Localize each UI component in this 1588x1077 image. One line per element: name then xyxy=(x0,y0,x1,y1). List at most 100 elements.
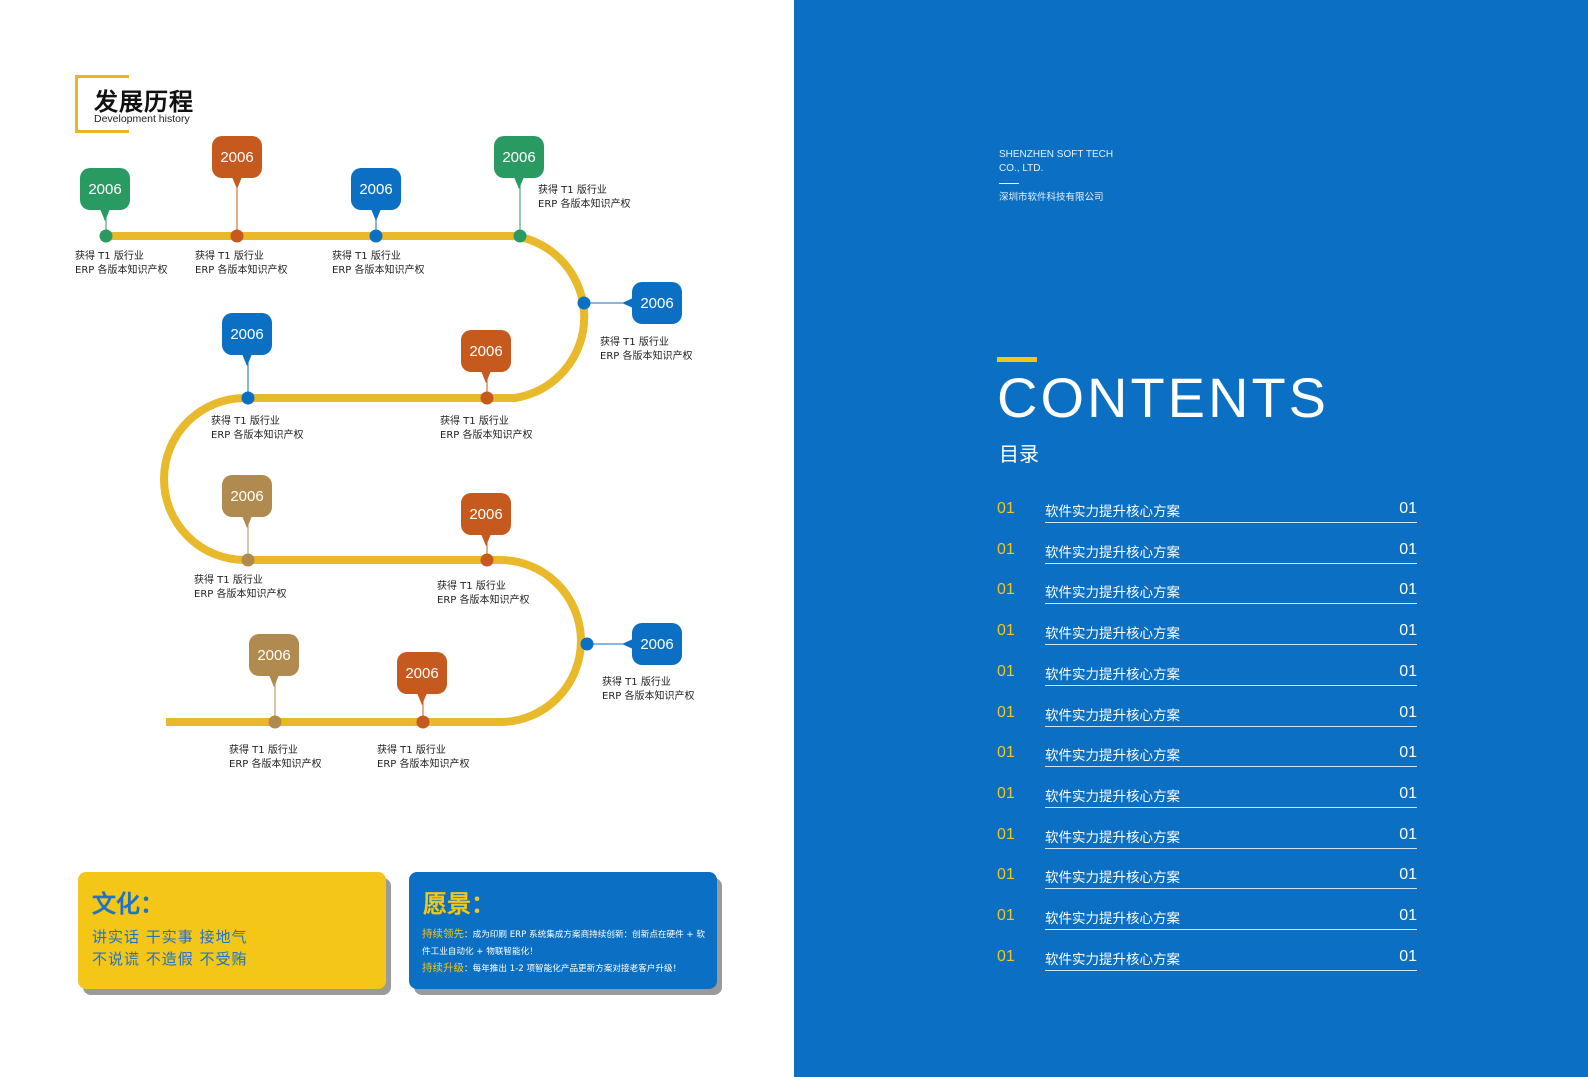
year-bubble xyxy=(222,313,272,355)
toc-label: 软件实力提升核心方案 xyxy=(1045,951,1180,968)
toc-underline xyxy=(1045,562,1417,564)
timeline-milestone: 2006 xyxy=(80,168,130,243)
vision-item1-text: ：成为印刷 ERP 系统集成方案商持续创新：创新点在硬件 + 软件工业自动化 +… xyxy=(422,930,705,957)
toc-page-number: 01 xyxy=(1399,866,1417,884)
toc-page-number: 01 xyxy=(1399,581,1417,599)
toc-number: 01 xyxy=(997,662,1015,680)
toc-label: 软件实力提升核心方案 xyxy=(1045,544,1180,561)
bubble-pointer xyxy=(417,693,427,705)
toc-page-number: 01 xyxy=(1399,907,1417,924)
year-label: 2006 xyxy=(230,326,263,343)
toc-label: 软件实力提升核心方案 xyxy=(1045,788,1180,805)
year-label: 2006 xyxy=(640,636,673,653)
year-label: 2006 xyxy=(469,343,502,360)
section-subtitle: Development history xyxy=(94,113,190,125)
toc-underline xyxy=(1045,522,1417,523)
toc-number: 01 xyxy=(997,947,1015,965)
timeline-milestone: 2006 xyxy=(212,136,262,243)
toc-item[interactable]: 01 软件实力提升核心方案 01 xyxy=(997,862,1417,902)
milestone-dot xyxy=(416,715,430,729)
year-label: 2006 xyxy=(220,149,253,166)
caption-line-2: ERP 各版本知识产权 xyxy=(211,430,304,441)
toc-underline xyxy=(1045,603,1417,605)
toc-number: 01 xyxy=(997,540,1015,558)
toc-page-number: 01 xyxy=(1399,784,1417,802)
right-page: SHENZHEN SOFT TECH CO., LTD. 深圳市软件科技有限公司… xyxy=(794,0,1588,1077)
toc-label: 软件实力提升核心方案 xyxy=(1045,666,1180,683)
timeline: 2006 2006 2006 2006 2006 2006 2006 2006 2006 2006… xyxy=(80,136,682,729)
bubble-pointer xyxy=(622,639,633,649)
caption-line-1: 获得 T1 版行业 xyxy=(440,416,509,427)
toc-number: 01 xyxy=(997,784,1015,802)
caption-line-1: 获得 T1 版行业 xyxy=(211,416,280,427)
year-label: 2006 xyxy=(469,506,502,523)
culture-line-1: 讲实话 干实事 接地气 xyxy=(92,928,248,946)
caption-line-2: ERP 各版本知识产权 xyxy=(538,199,631,210)
caption-line-1: 获得 T1 版行业 xyxy=(602,677,671,688)
contents-title: CONTENTS xyxy=(997,366,1329,429)
caption-line-2: ERP 各版本知识产权 xyxy=(440,430,533,441)
contents-accent-bar xyxy=(997,357,1037,362)
timeline-milestone: 2006 xyxy=(397,652,447,729)
milestone-dot xyxy=(241,391,255,405)
milestone-caption: 获得 T1 版行业 ERP 各版本知识产权 xyxy=(440,415,532,443)
vision-item2-text: ：每年推出 1-2 项智能化产品更新方案对接老客户升级！ xyxy=(464,964,682,974)
toc-label: 软件实力提升核心方案 xyxy=(1045,911,1180,927)
timeline-milestone: 2006 xyxy=(222,475,272,567)
toc-page-number: 01 xyxy=(1399,500,1417,517)
timeline-milestone: 2006 xyxy=(461,330,511,405)
year-label: 2006 xyxy=(359,181,392,198)
culture-title: 文化： xyxy=(92,890,164,918)
company-name-en: SHENZHEN SOFT TECH CO., LTD. xyxy=(999,148,1139,176)
toc-number: 01 xyxy=(997,703,1015,721)
toc-label: 软件实力提升核心方案 xyxy=(1045,707,1180,724)
toc-number: 01 xyxy=(997,500,1015,517)
vision-item2-highlight: 持续升级 xyxy=(422,962,464,974)
vision-item1-highlight: 持续领先 xyxy=(422,928,464,940)
toc-label: 软件实力提升核心方案 xyxy=(1045,748,1180,765)
bubble-pointer xyxy=(371,209,381,221)
caption-line-2: ERP 各版本知识产权 xyxy=(195,265,288,276)
toc-item[interactable]: 01 软件实力提升核心方案 01 xyxy=(997,903,1417,943)
timeline-milestone: 2006 xyxy=(494,136,544,243)
milestone-dot xyxy=(580,637,594,651)
toc-number: 01 xyxy=(997,744,1015,762)
toc-item[interactable]: 01 软件实力提升核心方案 01 xyxy=(997,659,1417,699)
toc-page-number: 01 xyxy=(1399,662,1417,680)
milestone-dot xyxy=(480,391,494,405)
bubble-pointer xyxy=(481,534,491,546)
toc-item[interactable]: 01 软件实力提升核心方案 01 xyxy=(997,781,1417,821)
year-label: 2006 xyxy=(405,665,438,682)
caption-line-2: ERP 各版本知识产权 xyxy=(377,759,470,770)
bubble-pointer xyxy=(622,298,633,308)
toc-number: 01 xyxy=(997,825,1015,843)
caption-line-2: ERP 各版本知识产权 xyxy=(75,265,168,276)
toc-underline xyxy=(1045,888,1417,890)
toc-label: 软件实力提升核心方案 xyxy=(1045,870,1180,887)
toc-underline xyxy=(1045,766,1417,768)
year-bubble xyxy=(80,168,130,210)
caption-line-1: 获得 T1 版行业 xyxy=(229,745,298,756)
toc-number: 01 xyxy=(997,866,1015,884)
timeline-milestone: 2006 xyxy=(461,493,511,567)
section-title: 发展历程 xyxy=(94,88,194,116)
year-bubble xyxy=(461,330,511,372)
toc-number: 01 xyxy=(997,907,1015,924)
vision-title: 愿景： xyxy=(423,890,495,918)
bubble-pointer xyxy=(242,354,252,366)
vision-card: 愿景： 持续领先：成为印刷 ERP 系统集成方案商持续创新：创新点在硬件 + 软… xyxy=(409,872,717,989)
bubble-pointer xyxy=(100,209,110,221)
milestone-dot xyxy=(513,229,527,243)
